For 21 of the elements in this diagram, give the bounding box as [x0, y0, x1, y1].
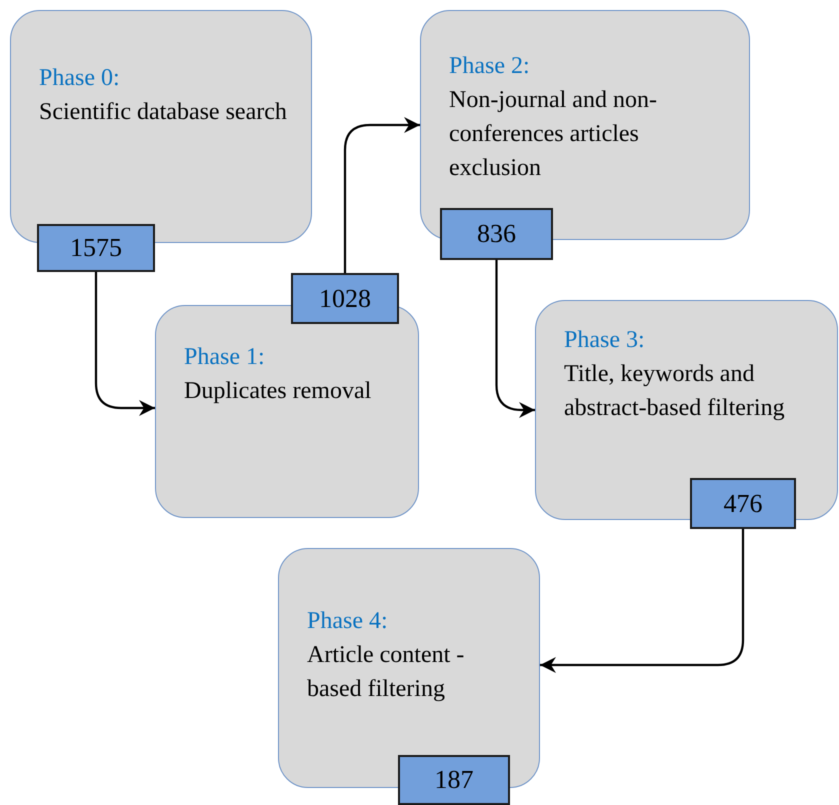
- arrow: [495, 260, 535, 418]
- phase-heading: Phase 1:: [184, 343, 266, 372]
- phase-box: [278, 548, 540, 788]
- arrow: [94, 272, 155, 416]
- phase-description: Non-journal and non-conferences articles exclusion: [449, 86, 658, 183]
- phase-heading: Phase 4:: [307, 607, 389, 636]
- phase-box: [535, 300, 838, 520]
- count-box: 1575: [37, 224, 155, 272]
- count-box: 187: [398, 755, 510, 805]
- phase-description: Article content - based filtering: [307, 641, 466, 704]
- arrow: [344, 117, 420, 273]
- count-box: 476: [690, 478, 796, 529]
- phase-heading: Phase 2:: [449, 52, 531, 81]
- count-box: 836: [440, 208, 553, 260]
- phase-description: Scientific database search: [39, 98, 288, 127]
- phase-description: Duplicates removal: [184, 377, 372, 406]
- count-box: 1028: [291, 273, 399, 324]
- arrow: [540, 529, 744, 673]
- phase-heading: Phase 3:: [564, 326, 646, 355]
- phase-heading: Phase 0:: [39, 64, 121, 93]
- phase-description: Title, keywords and abstract-based filtering: [564, 360, 786, 423]
